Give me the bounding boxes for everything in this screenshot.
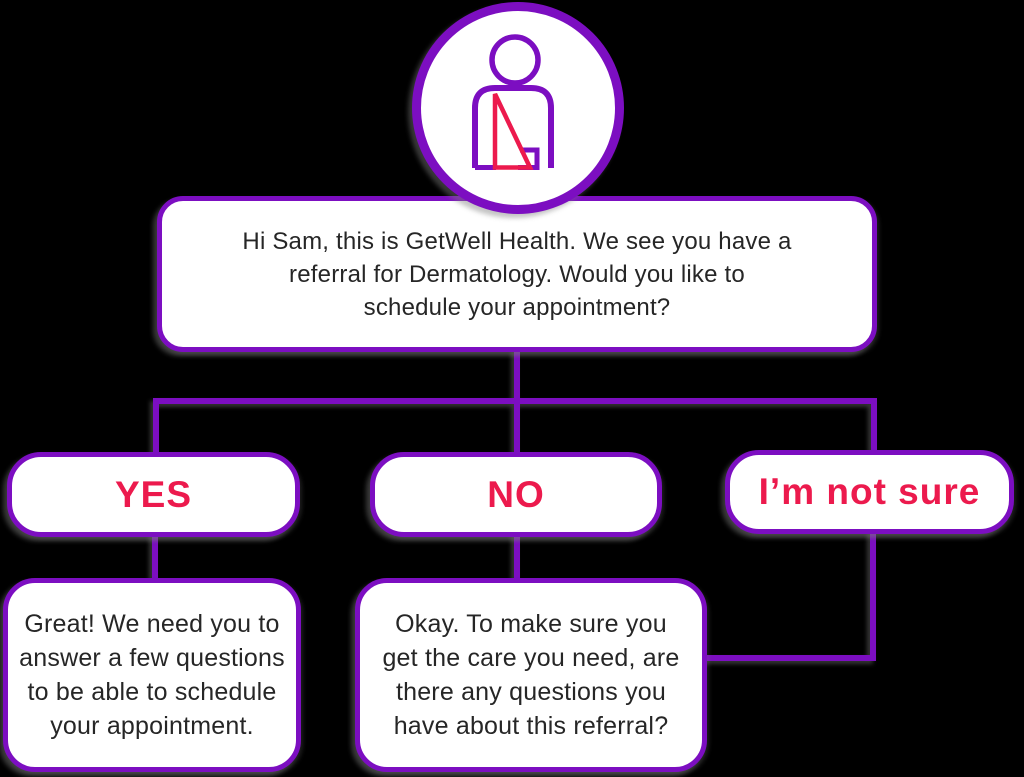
option-yes-box: YES <box>7 452 300 537</box>
connector-rail <box>153 398 877 455</box>
option-no-label: NO <box>487 473 545 515</box>
option-not-sure-label: I’m not sure <box>758 471 981 512</box>
option-not-sure-box: I’m not sure <box>725 450 1014 534</box>
no-response-text: Okay. To make sure you get the care you … <box>382 610 680 740</box>
option-no-box: NO <box>370 452 662 537</box>
avatar-circle <box>412 2 624 214</box>
root-message-text: Hi Sam, this is GetWell Health. We see y… <box>242 227 792 321</box>
no-response-box: Okay. To make sure you get the care you … <box>355 578 707 772</box>
yes-response-text: Great! We need you to answer a few quest… <box>19 610 285 740</box>
option-yes-label: YES <box>114 473 193 515</box>
root-message-box: Hi Sam, this is GetWell Health. We see y… <box>157 196 877 352</box>
yes-response-box: Great! We need you to answer a few quest… <box>3 578 301 772</box>
person-arm-sling-icon <box>472 34 554 170</box>
connector-notsure-elbow <box>704 530 876 661</box>
